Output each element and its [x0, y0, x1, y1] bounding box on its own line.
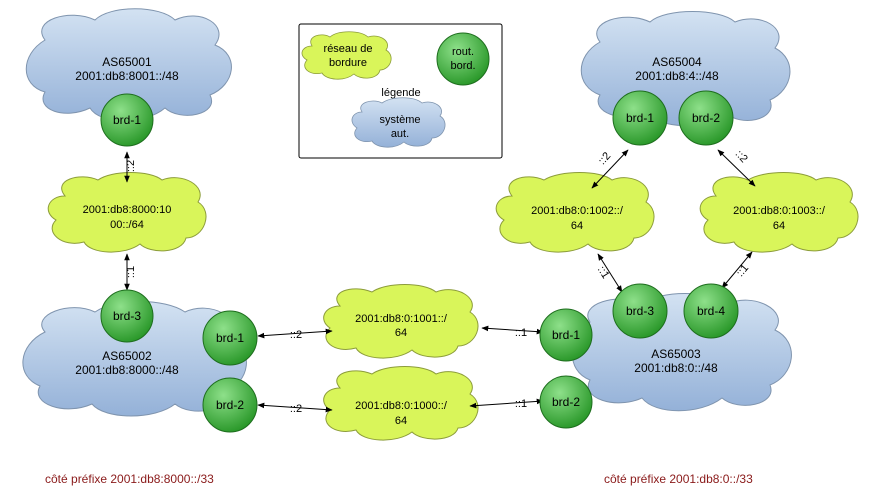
as-cloud-as65001: [25, 8, 232, 122]
legend-as-label-1: système: [380, 114, 421, 126]
legend-as-cloud: [351, 97, 446, 148]
router-label: brd-1: [216, 331, 244, 345]
router-as65002-brd1[interactable]: brd-1: [202, 310, 258, 366]
link-n4-as65003brd3: [597, 253, 623, 293]
legend-router-label-1: rout.: [452, 46, 474, 58]
as65004-name: AS65004: [652, 55, 702, 69]
prefix-network-label-1: 2001:db8:8000:10: [83, 204, 172, 216]
router-as65004-brd1[interactable]: brd-1: [612, 90, 668, 146]
as65003-name: AS65003: [651, 347, 701, 361]
link-label: ::2: [733, 148, 750, 165]
legend-title: légende: [381, 87, 420, 99]
as65001-name: AS65001: [102, 55, 152, 69]
prefix-network-8000-1000: 2001:db8:8000:10 00::/64: [47, 172, 207, 253]
link-as65004brd2-n5: [717, 149, 756, 187]
as65001-prefix: 2001:db8:8001::/48: [75, 69, 179, 83]
link-label: ::1: [125, 266, 137, 278]
link-label: ::2: [596, 150, 613, 167]
legend-prefix-label-2: bordure: [329, 57, 367, 69]
router-as65002-brd3[interactable]: brd-3: [100, 289, 154, 343]
prefix-network-label-2: 64: [773, 220, 785, 232]
router-label: brd-2: [552, 395, 580, 409]
router-as65003-brd2[interactable]: brd-2: [539, 375, 593, 429]
link-as65004brd1-n4: [591, 149, 629, 189]
router-label: brd-2: [692, 111, 720, 125]
router-as65003-brd4[interactable]: brd-4: [683, 283, 739, 339]
link-n5-as65003brd4: [721, 251, 753, 289]
router-label: brd-1: [552, 328, 580, 342]
legend-prefix-label-1: réseau de: [324, 43, 373, 55]
router-as65002-brd2[interactable]: brd-2: [202, 377, 258, 433]
link-n2-as65003brd1: [481, 325, 544, 335]
link-label: ::1: [515, 327, 527, 339]
prefix-network-label-2: 00::/64: [110, 219, 144, 231]
prefix-network-0-1000: 2001:db8:0:1000::/ 64: [323, 366, 479, 441]
legend-router-icon: [436, 32, 490, 86]
link-label: ::1: [734, 262, 751, 279]
prefix-network-label-2: 64: [395, 327, 407, 339]
link-as65002brd1-n2: [257, 328, 333, 339]
router-label: brd-1: [626, 111, 654, 125]
prefix-network-label-1: 2001:db8:0:1000::/: [355, 400, 448, 412]
link-label: ::1: [515, 398, 527, 410]
prefix-network-0-1001: 2001:db8:0:1001::/ 64: [323, 284, 479, 359]
routers: brd-1 brd-3 brd-1 brd-2 brd-1 brd-2 brd-…: [100, 90, 739, 433]
router-as65001-brd1[interactable]: brd-1: [100, 93, 154, 147]
router-as65004-brd2[interactable]: brd-2: [678, 90, 734, 146]
as65002-prefix: 2001:db8:8000::/48: [75, 363, 179, 377]
link-label: ::2: [290, 329, 302, 341]
router-as65003-brd3[interactable]: brd-3: [612, 283, 668, 339]
links: [124, 149, 756, 413]
caption-left: côté préfixe 2001:db8:8000::/33: [45, 472, 214, 486]
as65003-prefix: 2001:db8:0::/48: [634, 361, 718, 375]
legend-prefix-cloud: [301, 31, 392, 80]
link-n3-as65003brd2: [469, 398, 544, 409]
prefix-network-label-1: 2001:db8:0:1003::/: [733, 205, 826, 217]
prefix-network-label-2: 64: [571, 220, 583, 232]
legend: réseau de bordure rout. bord. légende sy…: [298, 23, 503, 159]
router-label: brd-3: [113, 309, 141, 323]
router-label: brd-2: [216, 398, 244, 412]
as65002-name: AS65002: [102, 349, 152, 363]
router-label: brd-1: [113, 113, 141, 127]
prefix-network-0-1003: 2001:db8:0:1003::/ 64: [699, 172, 859, 253]
caption-right: côté préfixe 2001:db8:0::/33: [604, 472, 753, 486]
router-label: brd-4: [697, 304, 725, 318]
link-label: ::2: [125, 160, 137, 172]
router-label: brd-3: [626, 304, 654, 318]
prefix-network-label-2: 64: [395, 415, 407, 427]
prefix-network-label-1: 2001:db8:0:1001::/: [355, 313, 448, 325]
as65004-prefix: 2001:db8:4::/48: [635, 69, 719, 83]
router-as65003-brd1[interactable]: brd-1: [539, 308, 593, 362]
prefix-network-label-1: 2001:db8:0:1002::/: [531, 205, 624, 217]
legend-as-label-2: aut.: [391, 128, 409, 140]
legend-router-label-2: bord.: [450, 60, 475, 72]
link-label: ::2: [290, 403, 302, 415]
prefix-network-0-1002: 2001:db8:0:1002::/ 64: [495, 172, 655, 253]
link-as65002brd2-n3: [257, 402, 333, 413]
link-label: ::1: [595, 264, 612, 281]
